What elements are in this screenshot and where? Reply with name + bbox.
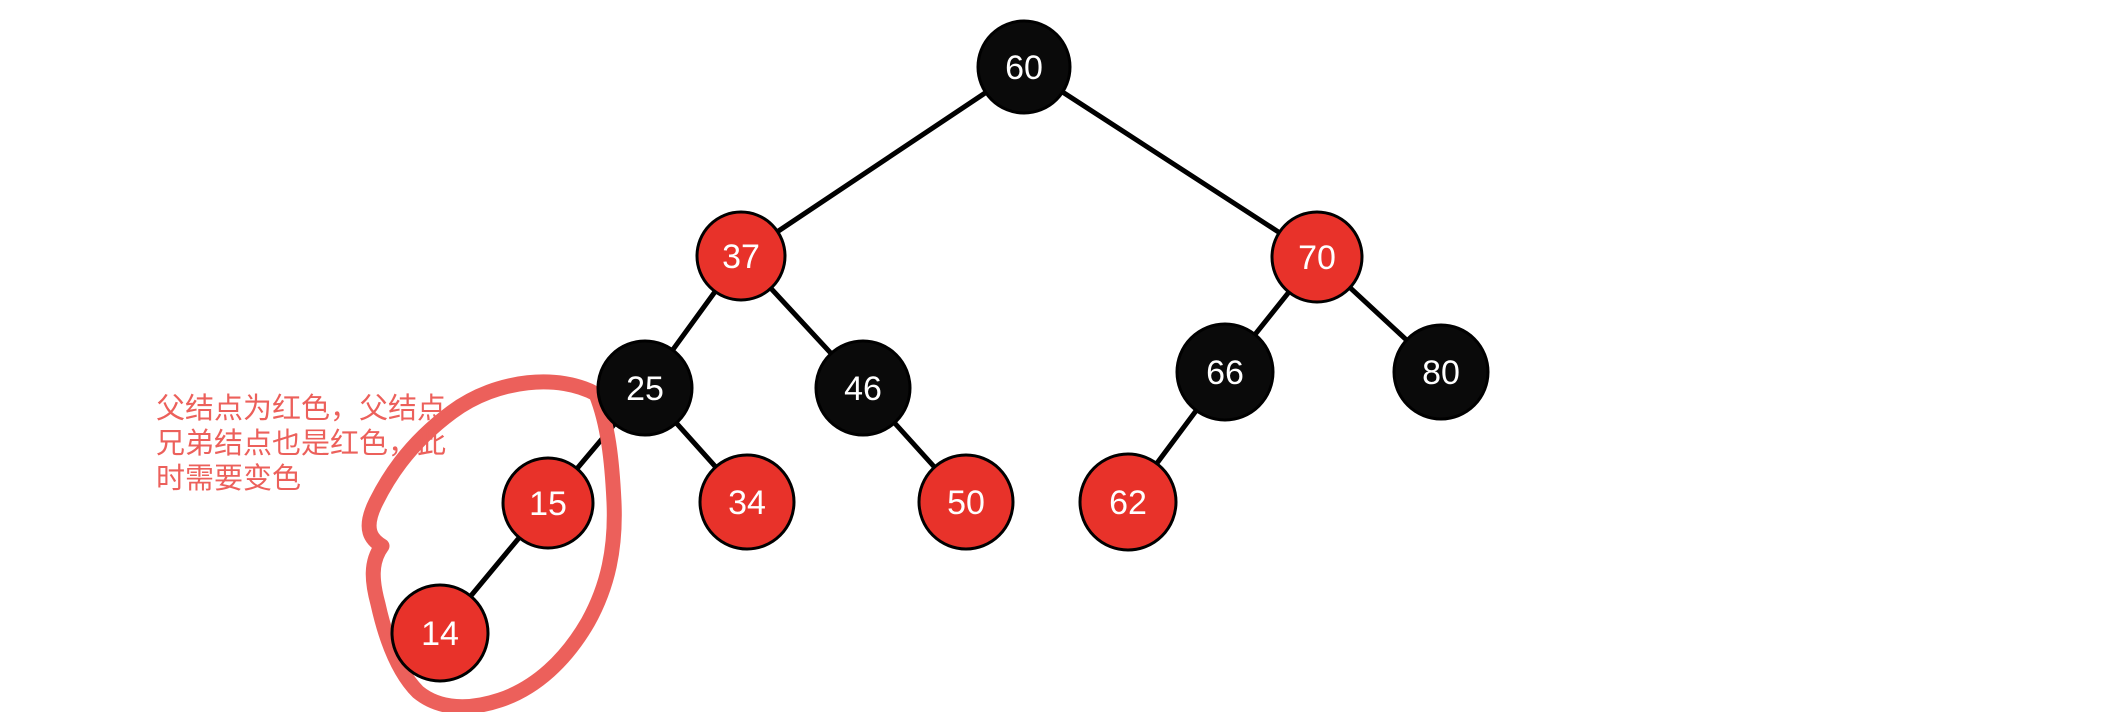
node-circle-62: [1078, 452, 1178, 552]
node-label-25: 25: [626, 370, 664, 408]
tree-node-25[interactable]: 25: [596, 339, 694, 437]
node-circle-34: [698, 453, 796, 551]
node-circle-60: [976, 19, 1072, 115]
node-circle-46: [814, 339, 912, 437]
tree-node-62[interactable]: 62: [1078, 452, 1178, 552]
tree-edge-46-50: [891, 419, 938, 471]
node-circle-66: [1175, 322, 1275, 422]
tree-node-50[interactable]: 50: [917, 453, 1015, 551]
tree-node-14[interactable]: 14: [390, 583, 490, 683]
node-circle-15: [501, 456, 595, 550]
node-circle-50: [917, 453, 1015, 551]
tree-node-60[interactable]: 60: [976, 19, 1072, 115]
node-label-14: 14: [421, 615, 459, 653]
tree-node-70[interactable]: 70: [1270, 210, 1364, 304]
node-label-80: 80: [1422, 354, 1460, 392]
tree-edge-15-14: [467, 534, 523, 600]
node-circle-70: [1270, 210, 1364, 304]
annotation-loop-group: [361, 374, 622, 712]
node-label-15: 15: [529, 485, 567, 523]
node-label-46: 46: [844, 370, 882, 408]
node-label-34: 34: [728, 484, 766, 522]
tree-edge-60-70: [1059, 88, 1283, 236]
tree-edge-25-34: [673, 419, 719, 471]
node-label-70: 70: [1298, 239, 1336, 277]
annotation-text: 父结点为红色，父结点 兄弟结点也是红色，此 时需要变色: [156, 393, 447, 495]
node-circle-14: [390, 583, 490, 683]
tree-edge-37-46: [767, 285, 835, 357]
node-circle-37: [695, 210, 787, 302]
tree-node-37[interactable]: 37: [695, 210, 787, 302]
node-label-60: 60: [1005, 49, 1043, 87]
node-circle-25: [596, 339, 694, 437]
tree-nodes-group: 60 37 70 25 46 66 80 15 34 50 62 14: [390, 19, 1490, 683]
node-circle-80: [1392, 323, 1490, 421]
tree-edge-70-80: [1346, 284, 1410, 344]
tree-node-80[interactable]: 80: [1392, 323, 1490, 421]
tree-node-34[interactable]: 34: [698, 453, 796, 551]
tree-node-15[interactable]: 15: [501, 456, 595, 550]
tree-edges-group: [467, 88, 1410, 600]
tree-edge-66-62: [1153, 407, 1200, 467]
tree-edge-70-66: [1251, 288, 1293, 338]
tree-node-66[interactable]: 66: [1175, 322, 1275, 422]
node-label-50: 50: [947, 484, 985, 522]
tree-edge-37-25: [669, 288, 719, 354]
tree-edge-60-37: [774, 89, 990, 235]
node-label-62: 62: [1109, 484, 1147, 522]
node-label-66: 66: [1206, 354, 1244, 392]
tree-node-46[interactable]: 46: [814, 339, 912, 437]
node-label-37: 37: [722, 238, 760, 276]
hand-drawn-highlight-loop: [361, 374, 622, 712]
